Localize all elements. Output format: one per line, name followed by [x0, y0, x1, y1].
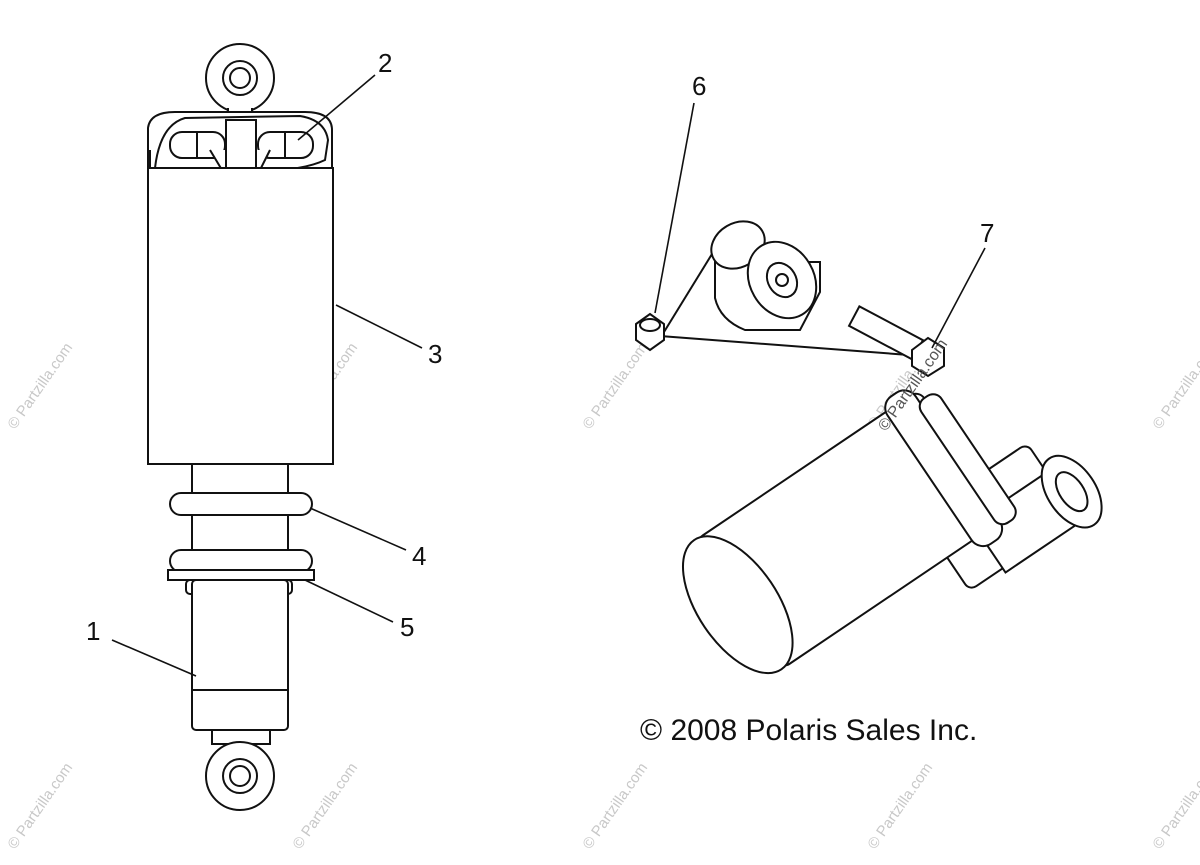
- nut: [635, 312, 665, 352]
- callout-4: 4: [412, 541, 426, 571]
- callout-7: 7: [980, 218, 994, 248]
- bottom-eyelet: [205, 741, 275, 811]
- watermark-text: © Partzilla.com: [1149, 340, 1200, 433]
- watermark-text: © Partzilla.com: [289, 760, 361, 853]
- watermark-text: © Partzilla.com: [864, 760, 936, 853]
- callout-1: 1: [86, 616, 100, 646]
- watermark-text: © Partzilla.com: [1149, 760, 1200, 853]
- callout-3: 3: [428, 339, 442, 369]
- lower-body: [191, 579, 289, 731]
- watermark-text: © Partzilla.com: [4, 340, 76, 433]
- reservoir-body: [147, 167, 334, 465]
- shock-absorber-vertical: [147, 43, 334, 811]
- leader-lines: [111, 74, 986, 677]
- copyright-text: © 2008 Polaris Sales Inc.: [640, 714, 977, 747]
- shock-absorber-angled: [635, 220, 1103, 675]
- callout-2: 2: [378, 48, 392, 78]
- bolt: [659, 305, 945, 378]
- callout-5: 5: [400, 612, 414, 642]
- angled-top-eyelet: [710, 220, 821, 331]
- spring-coil: [169, 492, 313, 573]
- callout-6: 6: [692, 71, 706, 101]
- watermark-text: © Partzilla.com: [4, 760, 76, 853]
- watermark-text: © Partzilla.com: [579, 760, 651, 853]
- callout-labels: 2 3 4 5 1 6 7: [86, 48, 994, 646]
- watermark-text: © Partzilla.com: [579, 340, 651, 433]
